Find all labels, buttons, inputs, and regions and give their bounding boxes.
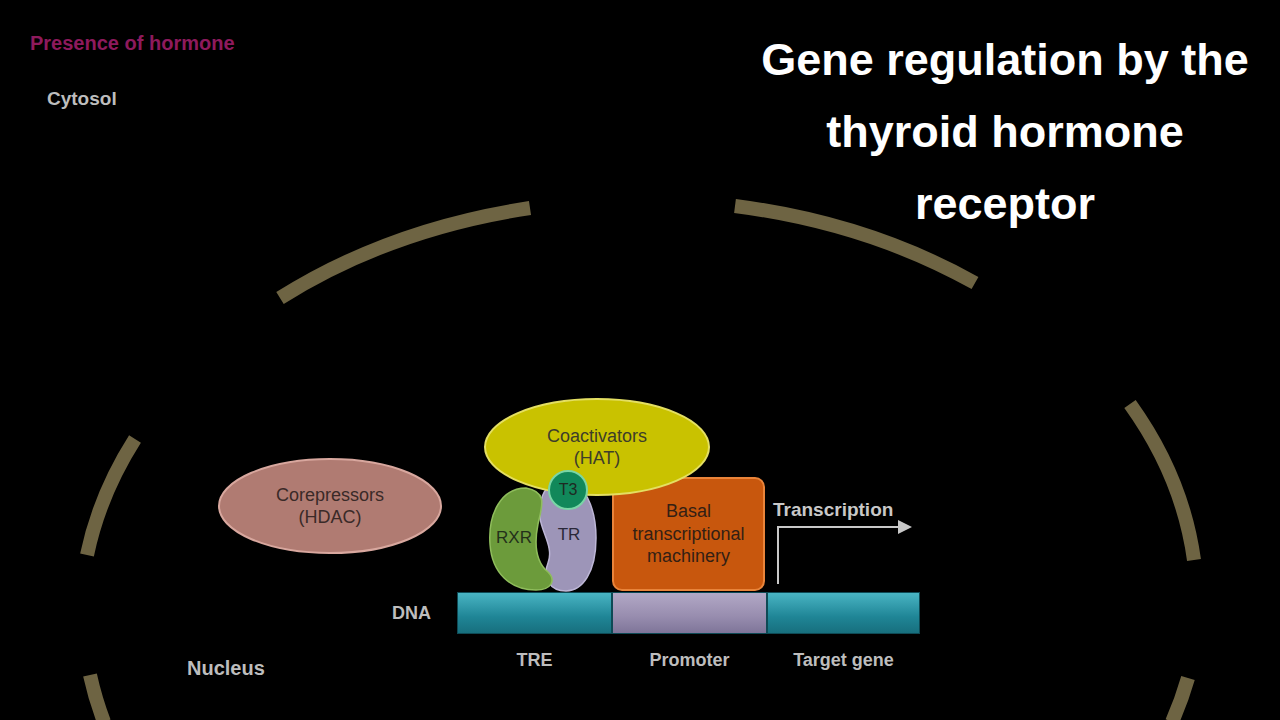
envelope-arc xyxy=(87,439,135,555)
envelope-arc xyxy=(90,675,104,720)
node-text: Corepressors (HDAC) xyxy=(260,484,400,529)
node-text: Basal transcriptional machinery xyxy=(614,500,763,568)
envelope-arcs xyxy=(87,206,1194,720)
shape-outline xyxy=(218,458,442,554)
text-label: Transcription xyxy=(773,499,893,521)
shape-fill xyxy=(219,459,441,553)
envelope-arc xyxy=(280,208,530,298)
molecule-shape: T3 xyxy=(548,470,588,510)
molecule-shape: Corepressors (HDAC) xyxy=(218,458,442,554)
dna-segment: Promoter xyxy=(612,592,767,634)
shape-outline xyxy=(484,398,710,496)
transcription-arrow xyxy=(778,520,912,584)
text-label: Cytosol xyxy=(47,88,117,110)
text-label: Presence of hormone xyxy=(30,32,235,55)
node-text: T3 xyxy=(559,480,578,500)
dna-segment: Target gene xyxy=(767,592,920,634)
arrow-head xyxy=(898,520,912,534)
title: Gene regulation by the thyroid hormone r… xyxy=(755,24,1255,240)
node-text: Coactivators (HAT) xyxy=(537,425,657,470)
envelope-arc xyxy=(1172,678,1188,720)
shape-fill xyxy=(540,480,596,591)
text-label: Nucleus xyxy=(187,657,265,680)
node-text: TR xyxy=(558,524,581,545)
segment-label: TRE xyxy=(458,649,611,672)
shape-fill xyxy=(549,471,587,509)
text-label: DNA xyxy=(392,603,431,624)
segment-label: Promoter xyxy=(613,649,766,672)
dna-segment: TRE xyxy=(457,592,612,634)
molecule-shape: Coactivators (HAT) xyxy=(484,398,710,496)
process-box: Basal transcriptional machinery xyxy=(612,477,765,591)
segment-label: Target gene xyxy=(768,649,919,672)
transcription-line xyxy=(778,527,900,584)
envelope-arc xyxy=(1130,404,1194,560)
shape-fill xyxy=(485,399,709,495)
node-text: RXR xyxy=(496,527,532,548)
molecule-shape: RXR xyxy=(486,484,556,592)
